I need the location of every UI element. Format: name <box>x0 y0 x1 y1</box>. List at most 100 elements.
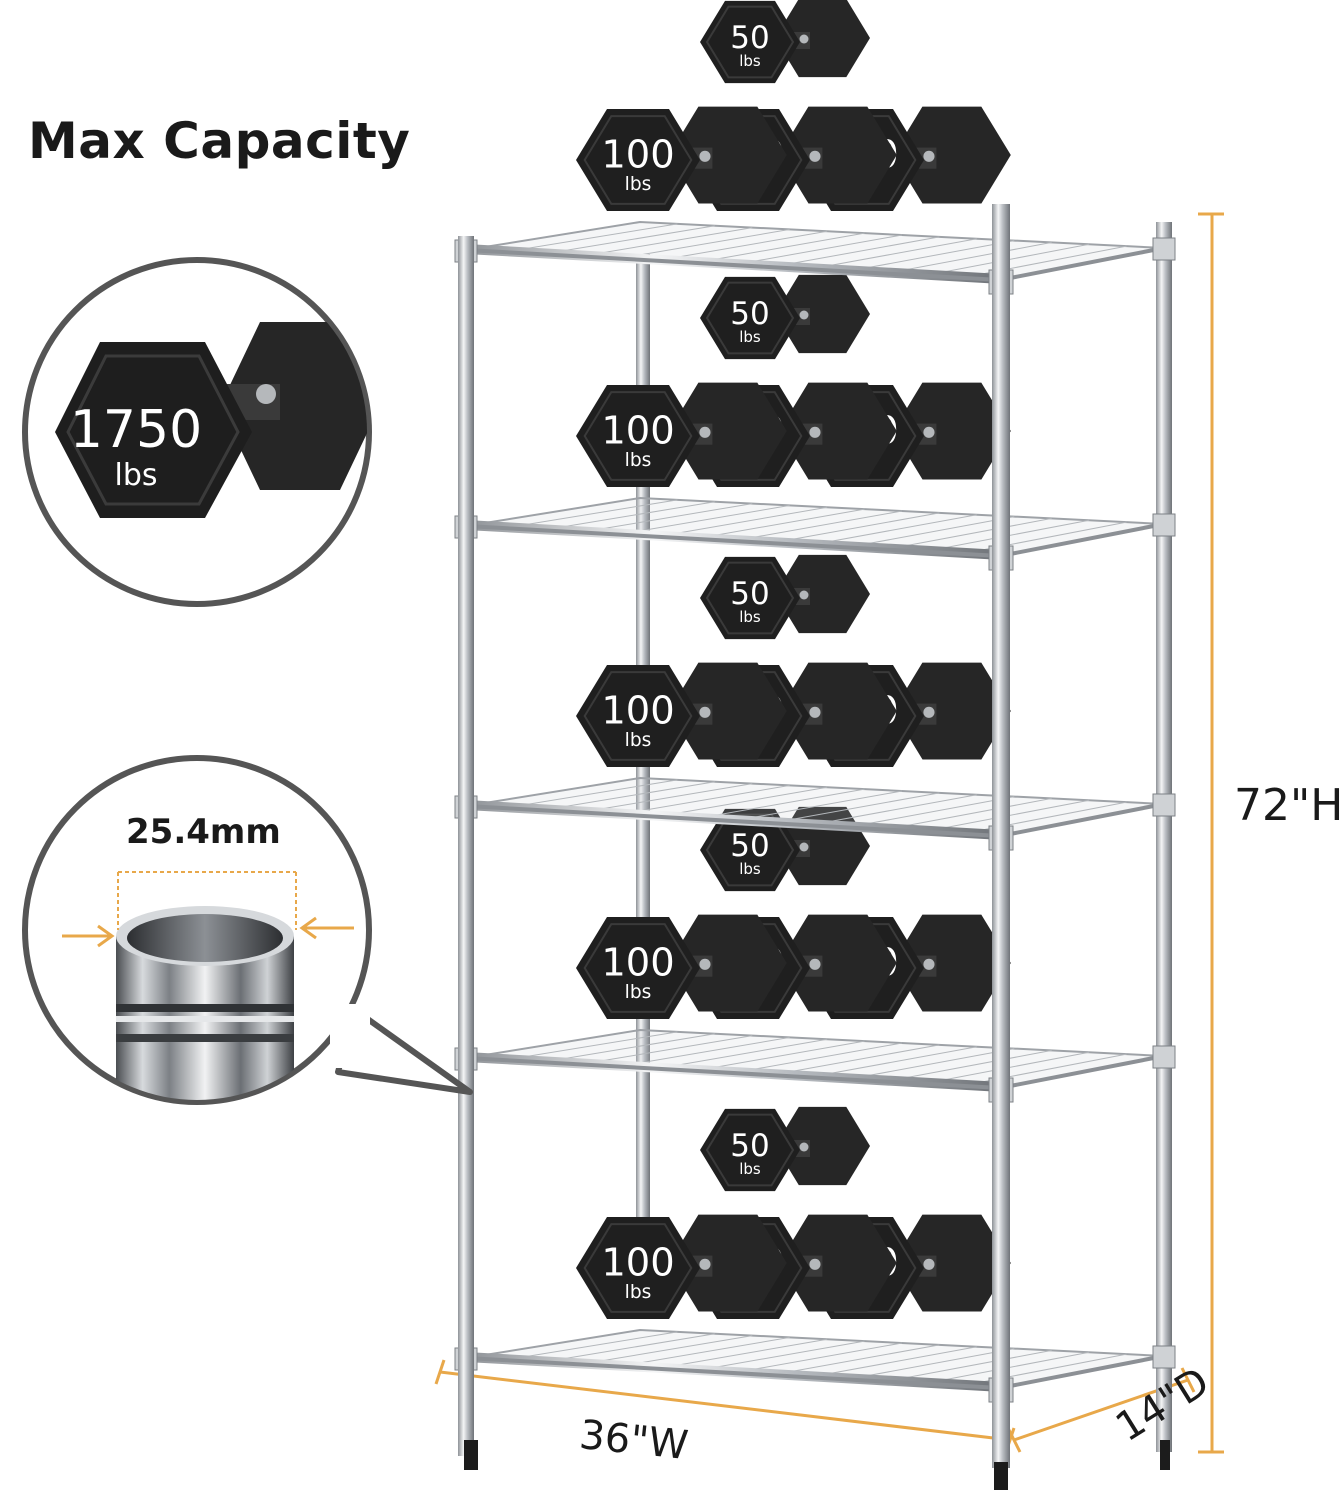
dumbbell-bolt <box>699 150 711 162</box>
tube-diameter-label: 25.4mm <box>126 812 281 852</box>
diameter-arrow-left-icon <box>62 924 115 948</box>
dumbbell-front-head <box>576 917 700 1019</box>
dumbbell-front-head <box>576 385 700 487</box>
dumbbell-bolt <box>809 426 821 438</box>
wire-shelf-4 <box>454 1028 1176 1108</box>
shelf-2-weights: 50lbs100lbs100lbs100lbs <box>576 274 1011 487</box>
dumbbell-face-border <box>583 115 693 205</box>
weight-value: 50 <box>730 20 769 56</box>
dumbbell-rear-head <box>669 106 787 204</box>
dumbbell-front-head <box>700 276 800 360</box>
dumbbell-rear-head <box>779 1214 897 1312</box>
dumbbell-rear-head <box>669 1214 787 1312</box>
weight-unit: lbs <box>739 860 761 878</box>
dumbbell-bolt <box>923 958 935 970</box>
tube-callout <box>22 755 473 1105</box>
dumbbell-face-border <box>583 923 693 1013</box>
dumbbell-rear-head <box>779 106 897 204</box>
tube-icon <box>116 906 294 1100</box>
dumbbell-bolt <box>923 1258 935 1270</box>
weight-unit: lbs <box>739 328 761 346</box>
dumbbell-rear-head <box>893 382 1011 480</box>
weight-unit: lbs <box>739 608 761 626</box>
dumbbell-bolt <box>799 590 809 600</box>
dumbbell-face-border <box>705 5 795 79</box>
dumbbell-bolt <box>923 706 935 718</box>
weight-unit: lbs <box>739 1160 761 1178</box>
capacity-callout: 1750 lbs <box>22 257 372 607</box>
height-dimension-line <box>1198 212 1224 1454</box>
dumbbell-front-head <box>576 1217 700 1319</box>
diameter-arrow-right-icon <box>299 916 354 940</box>
dumbbell-front-head <box>576 665 700 767</box>
weight-value: 50 <box>730 576 769 612</box>
dumbbell-face-border <box>705 281 795 355</box>
dumbbell-rear-head <box>779 662 897 760</box>
dumbbell-bolt <box>799 310 809 320</box>
dumbbell-bolt <box>923 150 935 162</box>
dumbbell-bolt <box>699 958 711 970</box>
dumbbell-bolt <box>923 426 935 438</box>
dumbbell-rear-head <box>779 382 897 480</box>
dumbbell-bolt <box>809 958 821 970</box>
weight-unit: lbs <box>625 730 652 751</box>
dumbbell-front-head <box>576 109 700 211</box>
dumbbell-face-border <box>583 391 693 481</box>
weight-unit: lbs <box>625 450 652 471</box>
dumbbell-front-head <box>700 1108 800 1192</box>
dumbbell-rear-head <box>893 662 1011 760</box>
wire-shelf-5 <box>454 1328 1176 1408</box>
weight-value: 100 <box>601 940 674 985</box>
dumbbell-bolt <box>809 1258 821 1270</box>
weight-value: 50 <box>730 296 769 332</box>
dumbbell-front-head <box>700 808 800 892</box>
dumbbell-face-border <box>705 1113 795 1187</box>
dumbbell-bolt <box>699 426 711 438</box>
dumbbell-rear-head <box>893 1214 1011 1312</box>
dumbbell-face-border <box>583 1223 693 1313</box>
dumbbell-rear-head <box>669 914 787 1012</box>
dumbbell-rear-head <box>893 914 1011 1012</box>
weight-value: 100 <box>601 408 674 453</box>
dumbbell-face-border <box>583 671 693 761</box>
dumbbell-bolt <box>799 1142 809 1152</box>
shelf-3-weights: 50lbs100lbs100lbs100lbs <box>576 554 1011 767</box>
dumbbell-rear-head <box>775 274 870 354</box>
dumbbell-rear-head <box>775 1106 870 1186</box>
weight-value: 100 <box>601 688 674 733</box>
dumbbell-bolt <box>799 842 809 852</box>
dumbbell-rear-head <box>893 106 1011 204</box>
weight-value: 50 <box>730 828 769 864</box>
dumbbell-rear-head <box>669 382 787 480</box>
weight-unit: lbs <box>625 1282 652 1303</box>
dumbbell-front-head <box>700 0 800 84</box>
weight-value: 100 <box>601 132 674 177</box>
capacity-value: 1750 <box>70 400 202 460</box>
page-title: Max Capacity <box>28 112 411 170</box>
shelf-5-weights: 50lbs100lbs100lbs100lbs <box>576 1106 1011 1319</box>
height-label: 72"H <box>1234 780 1344 831</box>
dumbbell-face-border <box>705 561 795 635</box>
dumbbell-rear-head <box>779 914 897 1012</box>
large-dumbbell-icon <box>55 322 367 518</box>
dumbbell-bolt <box>799 34 809 44</box>
dumbbell-bolt <box>699 706 711 718</box>
dumbbell-rear-head <box>669 662 787 760</box>
dumbbell-bolt <box>809 706 821 718</box>
weight-unit: lbs <box>625 982 652 1003</box>
weight-value: 100 <box>601 1240 674 1285</box>
dumbbell-rear-head <box>775 0 870 78</box>
dumbbell-front-head <box>700 556 800 640</box>
weight-unit: lbs <box>739 52 761 70</box>
shelf-1-weights: 50lbs100lbs100lbs100lbs <box>576 0 1011 211</box>
